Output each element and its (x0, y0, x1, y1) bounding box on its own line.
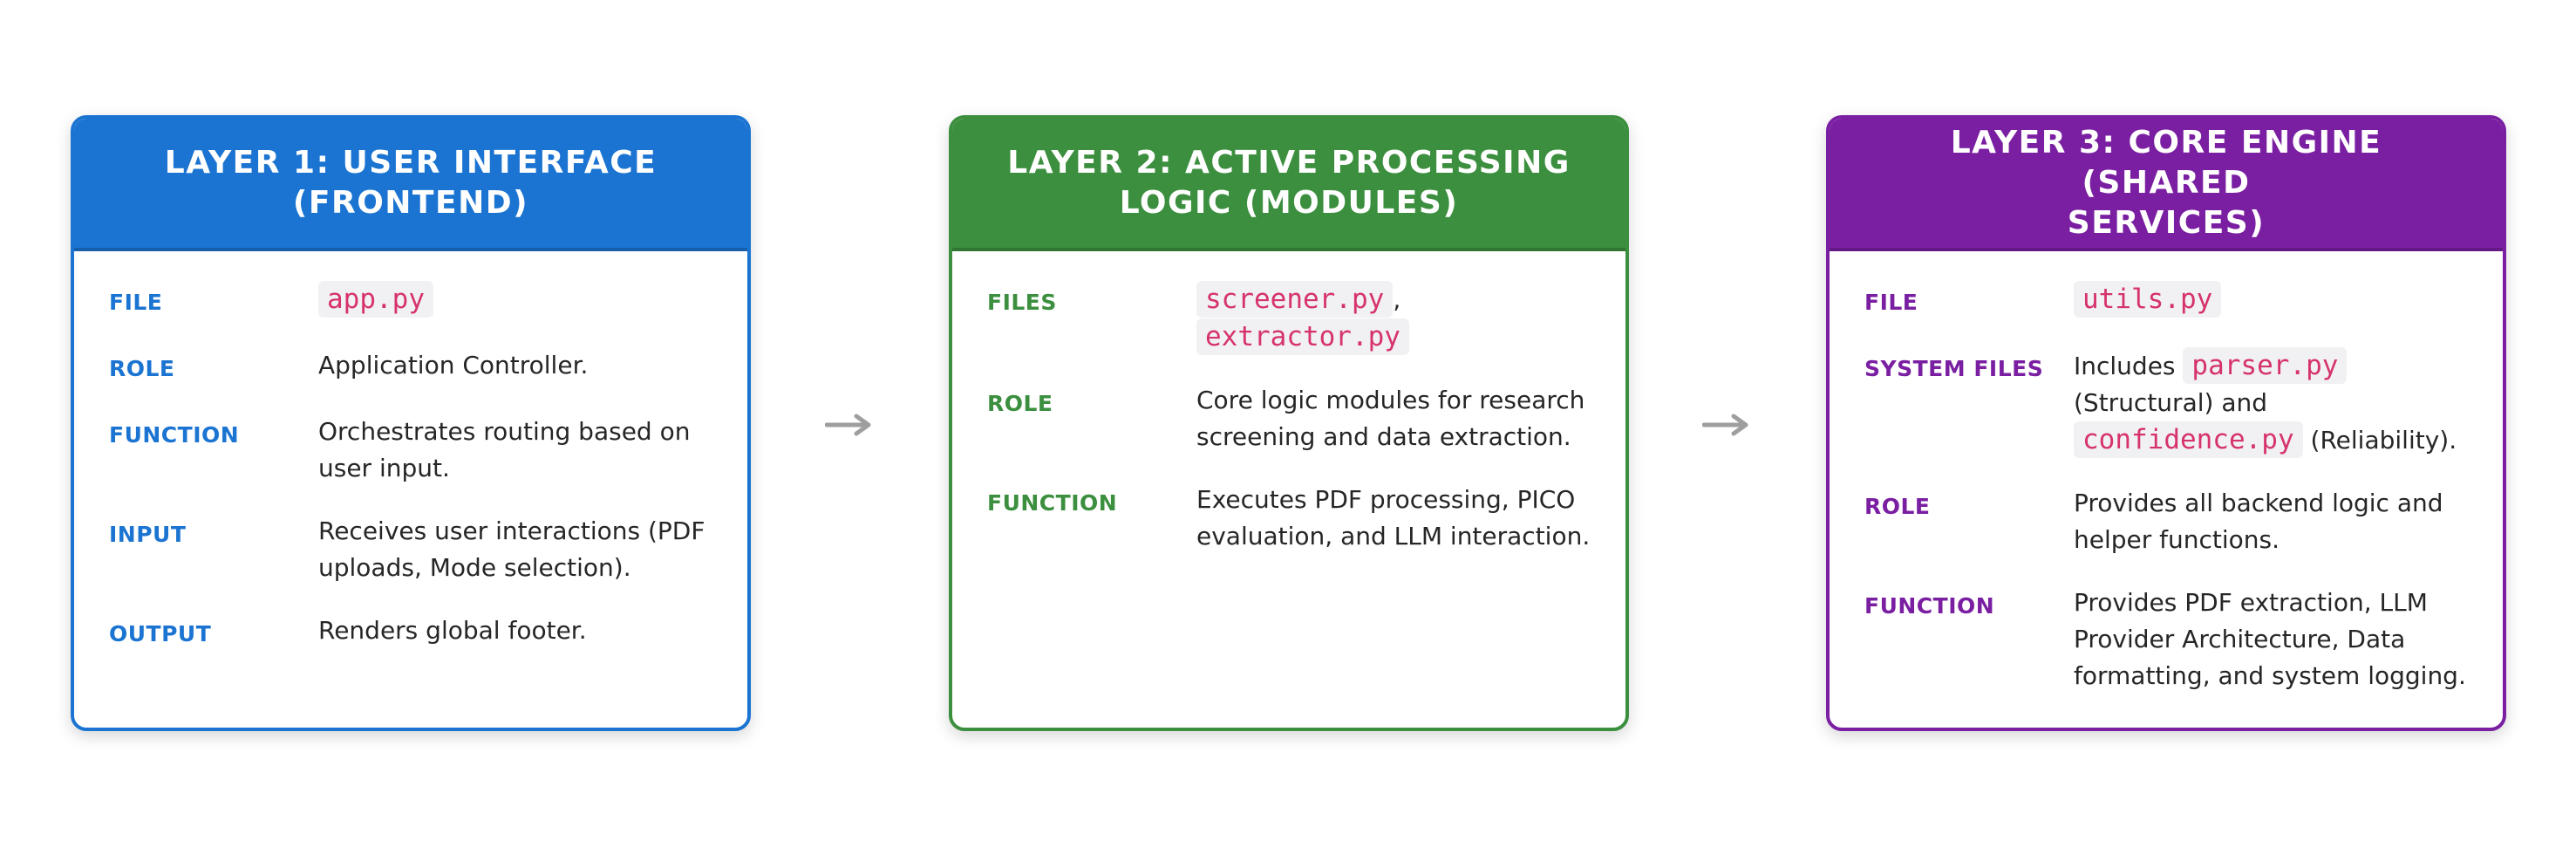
layer1-output-value: Renders global footer. (318, 616, 587, 645)
layer1-card: LAYER 1: USER INTERFACE (FRONTEND) FILE … (71, 115, 751, 731)
layer1-role-label: ROLE (109, 356, 175, 381)
layer1-role-value: Application Controller. (318, 351, 589, 380)
layer2-role-value: Core logic modules for research screenin… (1196, 382, 1591, 455)
layer3-system-files-code1: parser.py (2183, 347, 2348, 384)
layer3-file-code: utils.py (2074, 281, 2222, 318)
layer1-function-line2: user input. (318, 454, 450, 482)
layer2-header: LAYER 2: ACTIVE PROCESSING LOGIC (MODULE… (952, 119, 1625, 251)
layer2-role-label: ROLE (987, 391, 1053, 416)
layer3-function-value: Provides PDF extraction, LLM Provider Ar… (2074, 585, 2468, 694)
layer2-title-line2: LOGIC (MODULES) (1119, 185, 1459, 221)
layer1-header: LAYER 1: USER INTERFACE (FRONTEND) (74, 119, 747, 251)
layer2-files-code2: extractor.py (1196, 318, 1409, 355)
layer2-files-code1: screener.py (1196, 281, 1394, 318)
layer1-input-row: INPUT Receives user interactions (PDF up… (109, 513, 712, 586)
layer3-body: FILE utils.py SYSTEM FILES Includes pars… (1830, 251, 2503, 694)
layer2-files-value: screener.py, extractor.py (1196, 281, 1591, 356)
layer3-function-line2: Provider Architecture, Data (2074, 625, 2406, 653)
layer3-role-line1: Provides all backend logic and (2074, 489, 2443, 517)
layer2-function-value: Executes PDF processing, PICO evaluation… (1196, 482, 1591, 555)
layer3-header: LAYER 3: CORE ENGINE (SHARED SERVICES) (1830, 119, 2503, 251)
layer1-file-code: app.py (318, 281, 433, 318)
layer1-file-value: app.py (318, 281, 712, 318)
layer3-system-files-row: SYSTEM FILES Includes parser.py (Structu… (1864, 347, 2468, 459)
arrow-right-icon (825, 414, 871, 436)
layer3-function-line1: Provides PDF extraction, LLM (2074, 588, 2428, 617)
layer1-title-line1: LAYER 1: USER INTERFACE (164, 145, 658, 181)
layer2-function-row: FUNCTION Executes PDF processing, PICO e… (987, 482, 1591, 555)
layer2-title-line1: LAYER 2: ACTIVE PROCESSING (1007, 145, 1571, 181)
layer2-files-sep: , (1393, 285, 1401, 314)
layer1-output-row: OUTPUT Renders global footer. (109, 612, 712, 653)
layer3-file-label: FILE (1864, 290, 1918, 315)
layer3-file-row: FILE utils.py (1864, 281, 2468, 321)
layer1-function-value: Orchestrates routing based on user input… (318, 414, 712, 487)
layer3-function-row: FUNCTION Provides PDF extraction, LLM Pr… (1864, 585, 2468, 694)
layer2-role-row: ROLE Core logic modules for research scr… (987, 382, 1591, 455)
layer2-card: LAYER 2: ACTIVE PROCESSING LOGIC (MODULE… (949, 115, 1629, 731)
layer3-file-value: utils.py (2074, 281, 2468, 318)
layer1-title-line2: (FRONTEND) (292, 185, 529, 221)
layer3-role-value: Provides all backend logic and helper fu… (2074, 485, 2468, 558)
layer3-system-files-value: Includes parser.py (Structural) and conf… (2074, 347, 2468, 459)
layer1-body: FILE app.py ROLE Application Controller.… (74, 251, 747, 653)
layer3-system-files-prefix: Includes (2074, 352, 2176, 380)
layer3-function-line3: formatting, and system logging. (2074, 661, 2466, 690)
layer2-function-label: FUNCTION (987, 490, 1118, 516)
layer3-system-files-label: SYSTEM FILES (1864, 356, 2044, 381)
layer1-file-row: FILE app.py (109, 281, 712, 321)
layer1-role-row: ROLE Application Controller. (109, 347, 712, 387)
arrow-right-icon (1702, 414, 1748, 436)
layer2-files-label: FILES (987, 290, 1057, 315)
layer2-body: FILES screener.py, extractor.py ROLE Cor… (952, 251, 1625, 555)
layer3-system-files-mid: (Structural) and (2074, 388, 2268, 417)
layer1-input-line2: uploads, Mode selection). (318, 553, 631, 582)
layer2-files-row: FILES screener.py, extractor.py (987, 281, 1591, 356)
layer1-input-label: INPUT (109, 522, 187, 547)
layer1-input-line1: Receives user interactions (PDF (318, 516, 705, 545)
layer3-role-label: ROLE (1864, 494, 1931, 519)
layer3-title-line1: LAYER 3: CORE ENGINE (SHARED (1950, 125, 2382, 201)
layer1-file-label: FILE (109, 290, 163, 315)
layer2-function-line1: Executes PDF processing, PICO (1196, 485, 1576, 514)
layer1-input-value: Receives user interactions (PDF uploads,… (318, 513, 712, 586)
layer1-function-label: FUNCTION (109, 422, 240, 448)
layer3-function-label: FUNCTION (1864, 593, 1995, 619)
layer3-card: LAYER 3: CORE ENGINE (SHARED SERVICES) F… (1826, 115, 2506, 731)
layer3-role-row: ROLE Provides all backend logic and help… (1864, 485, 2468, 558)
layer3-system-files-code2: confidence.py (2074, 421, 2303, 458)
layer2-function-line2: evaluation, and LLM interaction. (1196, 522, 1591, 551)
layer3-system-files-suffix: (Reliability). (2310, 426, 2457, 455)
layer2-role-line2: screening and data extraction. (1196, 422, 1571, 451)
layer2-role-line1: Core logic modules for research (1196, 386, 1585, 414)
layer3-role-line2: helper functions. (2074, 525, 2280, 554)
layer1-function-row: FUNCTION Orchestrates routing based on u… (109, 414, 712, 487)
layer1-function-line1: Orchestrates routing based on (318, 417, 691, 446)
layer3-title-line2: SERVICES) (2067, 205, 2266, 241)
layer1-output-label: OUTPUT (109, 621, 212, 646)
